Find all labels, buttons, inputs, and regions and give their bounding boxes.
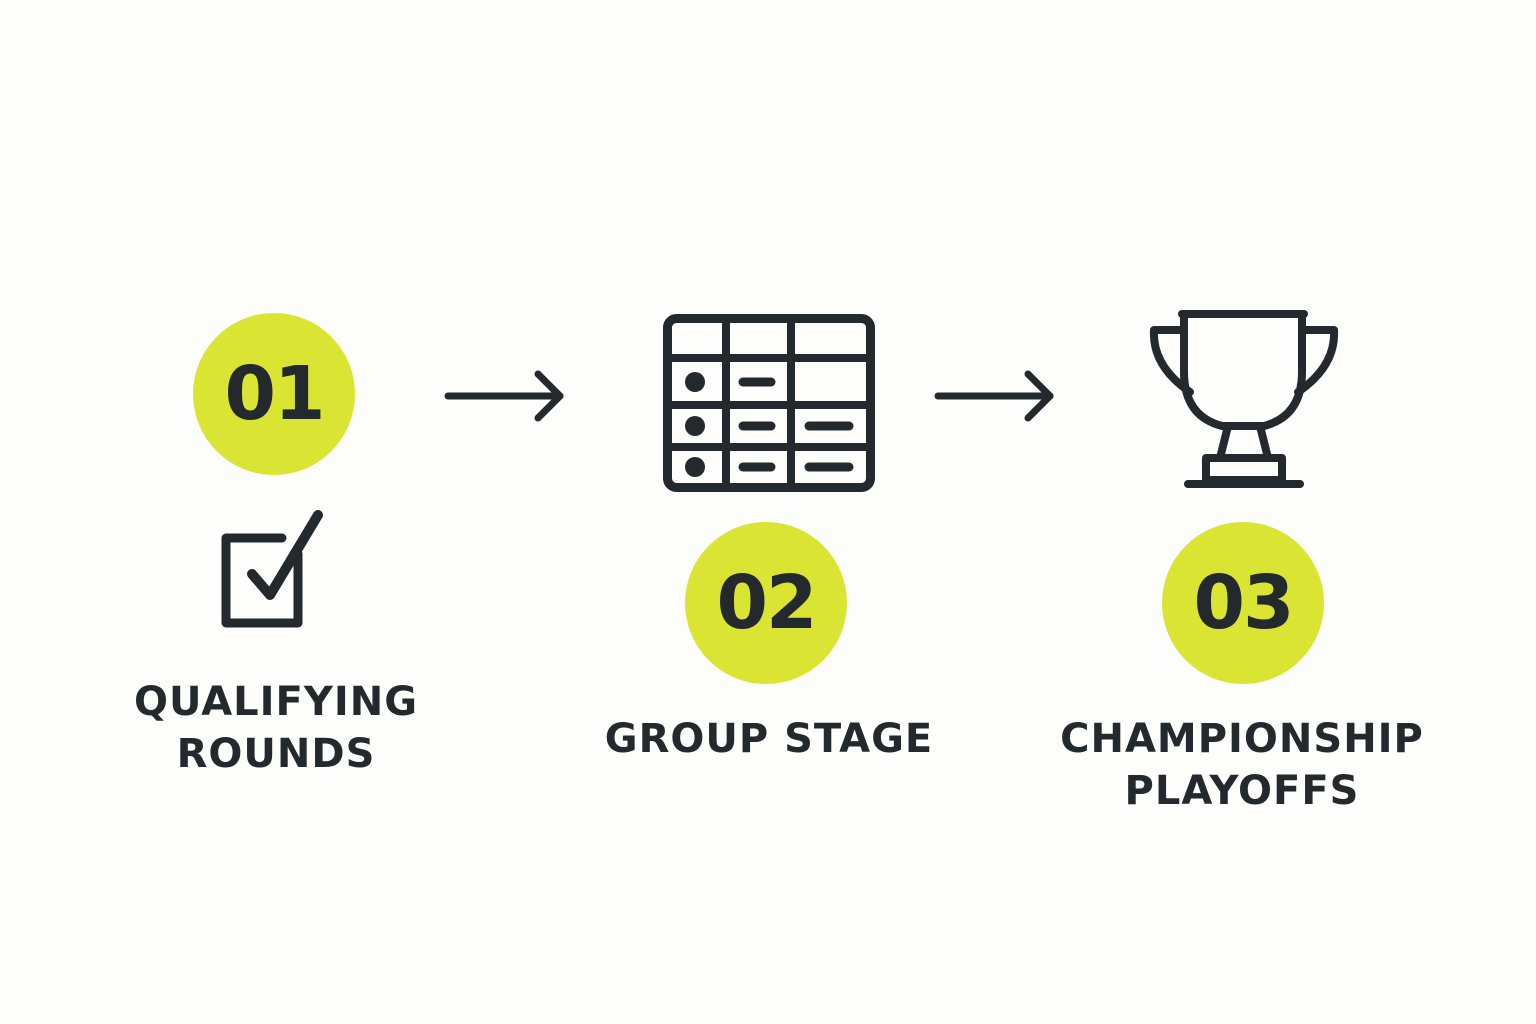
stage-2-label-line-1: GROUP STAGE [604,716,934,762]
stage-3-number-badge: 03 [1162,522,1324,684]
stage-2-number-badge: 02 [685,522,847,684]
stage-1-number-badge: 01 [193,313,355,475]
trophy-icon [1149,310,1339,488]
stage-3-label: CHAMPIONSHIP PLAYOFFS [1037,713,1447,817]
arrow-right-icon [444,370,564,422]
standings-table-icon [663,314,875,492]
stage-3-label-line-1: CHAMPIONSHIP [1060,716,1424,762]
stage-2-label: GROUP STAGE [569,713,969,765]
arrow-right-icon [934,370,1054,422]
stage-3-label-line-2: PLAYOFFS [1124,768,1360,814]
checkbox-check-icon [221,510,323,628]
stage-1-label-line-2: ROUNDS [176,731,376,777]
stage-1-label-line-1: QUALIFYING [133,679,419,725]
stage-1-label: QUALIFYING ROUNDS [126,676,426,780]
